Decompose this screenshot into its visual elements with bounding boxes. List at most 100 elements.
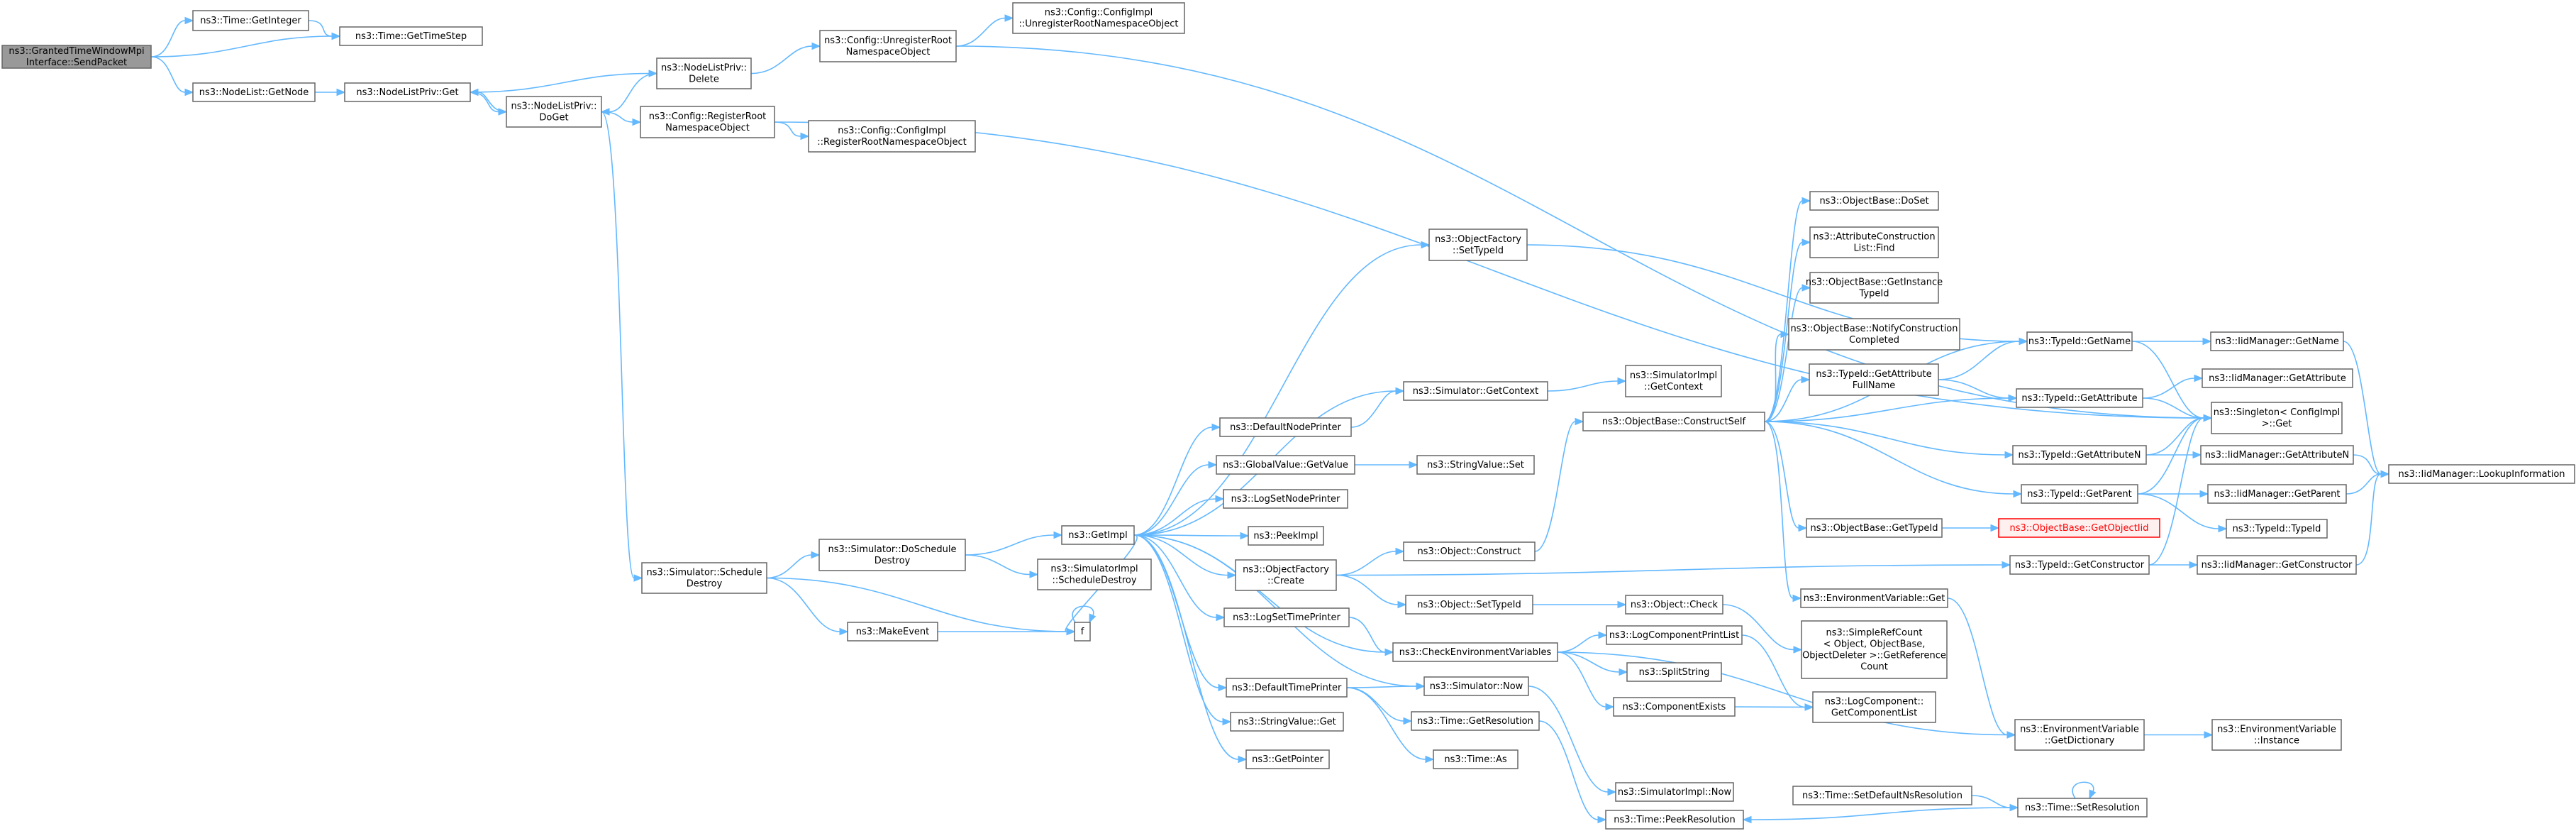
node-iidgetattrn[interactable]: ns3::IidManager::GetAttributeN <box>2200 445 2354 465</box>
edge-arrowhead <box>1598 631 1608 639</box>
node-objfactorycreate[interactable]: ns3::ObjectFactory::Create <box>1235 559 1337 591</box>
node-logsettimeprinter[interactable]: ns3::LogSetTimePrinter <box>1223 607 1350 627</box>
edge-constructself-to-typeidgetparent <box>1764 421 2023 498</box>
node-nlpget[interactable]: ns3::NodeListPriv::Get <box>344 82 471 102</box>
node-makeevent[interactable]: ns3::MakeEvent <box>847 622 938 642</box>
edge-typeidgetattrn-to-iidgetattrn <box>2146 451 2202 459</box>
node-envvargetdict[interactable]: ns3::EnvironmentVariable::GetDictionary <box>2014 719 2145 751</box>
node-getint[interactable]: ns3::Time::GetInteger <box>192 10 309 31</box>
node-objectconstruct[interactable]: ns3::Object::Construct <box>1403 541 1536 561</box>
node-objbasegettypeid[interactable]: ns3::ObjectBase::GetTypeId <box>1806 518 1943 538</box>
edge-schedulestroy-to-makeevent <box>766 577 849 636</box>
edge-line <box>965 534 1055 556</box>
node-logsetnodeprinter[interactable]: ns3::LogSetNodePrinter <box>1223 489 1348 509</box>
node-typeidgetattrn[interactable]: ns3::TypeId::GetAttributeN <box>2012 445 2147 465</box>
node-objbasenotify[interactable]: ns3::ObjectBase::NotifyConstructionCompl… <box>1788 318 1960 351</box>
node-defaultnodeprinter[interactable]: ns3::DefaultNodePrinter <box>1219 417 1352 437</box>
node-simimplnow[interactable]: ns3::SimulatorImpl::Now <box>1615 782 1734 802</box>
node-constructself[interactable]: ns3::ObjectBase::ConstructSelf <box>1582 412 1765 431</box>
node-iidgetparent[interactable]: ns3::IidManager::GetParent <box>2207 484 2347 504</box>
node-iidlookup[interactable]: ns3::IidManager::LookupInformation <box>2388 464 2575 484</box>
node-simimplgetcontext[interactable]: ns3::SimulatorImpl::GetContext <box>1625 365 1722 397</box>
edge-line <box>601 111 635 579</box>
node-nlpdelete[interactable]: ns3::NodeListPriv::Delete <box>656 57 752 89</box>
node-simplerefcount[interactable]: ns3::SimpleRefCount< Object, ObjectBase,… <box>1801 620 1948 679</box>
node-iidgetconstructor[interactable]: ns3::IidManager::GetConstructor <box>2197 555 2357 575</box>
node-objectsettypeid[interactable]: ns3::Object::SetTypeId <box>1405 595 1533 615</box>
node-getpointer[interactable]: ns3::GetPointer <box>1245 749 1330 769</box>
node-nodelistgetnode[interactable]: ns3::NodeList::GetNode <box>192 82 316 102</box>
node-gettimestep[interactable]: ns3::Time::GetTimeStep <box>339 26 483 46</box>
edge-arrowhead <box>1089 613 1097 624</box>
node-timesetresolution[interactable]: ns3::Time::SetResolution <box>2017 798 2148 818</box>
node-objbasedoset[interactable]: ns3::ObjectBase::DoSet <box>1809 191 1939 211</box>
edge-arrowhead <box>839 627 849 636</box>
node-label: ns3::ObjectBase::ConstructSelf <box>1602 417 1746 427</box>
node-schedulestroy[interactable]: ns3::Simulator::ScheduleDestroy <box>641 562 767 594</box>
node-simimplschedestroy[interactable]: ns3::SimulatorImpl::ScheduleDestroy <box>1037 558 1152 590</box>
node-label: f <box>1081 627 1084 637</box>
node-box <box>2211 719 2342 751</box>
node-objectcheck[interactable]: ns3::Object::Check <box>1625 595 1723 615</box>
node-label: ns3::Time::SetDefaultNsResolution <box>1802 791 1962 801</box>
node-logcompprintlist[interactable]: ns3::LogComponentPrintList <box>1606 625 1743 645</box>
node-simgetcontext[interactable]: ns3::Simulator::GetContext <box>1403 381 1548 401</box>
node-label: Delete <box>689 75 719 85</box>
node-box <box>1625 595 1723 615</box>
node-cfgimplreg[interactable]: ns3::Config::ConfigImpl::RegisterRootNam… <box>808 120 976 153</box>
node-typeidgetattribute[interactable]: ns3::TypeId::GetAttribute <box>2016 388 2143 408</box>
node-f[interactable]: f <box>1074 622 1091 642</box>
node-nlpdoget[interactable]: ns3::NodeListPriv::DoGet <box>506 96 602 128</box>
edge-line <box>470 72 650 93</box>
node-cfgunreg[interactable]: ns3::Config::UnregisterRootNamespaceObje… <box>819 30 957 62</box>
node-checkenvvars[interactable]: ns3::CheckEnvironmentVariables <box>1392 642 1558 662</box>
node-box <box>339 26 483 46</box>
node-typeidtypeid[interactable]: ns3::TypeId::TypeId <box>2226 519 2328 539</box>
node-simnow[interactable]: ns3::Simulator::Now <box>1423 676 1529 696</box>
node-typeidgetconstructor[interactable]: ns3::TypeId::GetConstructor <box>2009 555 2150 575</box>
node-typeidgetname[interactable]: ns3::TypeId::GetName <box>2026 331 2133 351</box>
edge-line <box>1133 534 1223 722</box>
node-singletonget[interactable]: ns3::Singleton< ConfigImpl>::Get <box>2211 402 2343 434</box>
node-getimpl[interactable]: ns3::GetImpl <box>1061 525 1135 545</box>
edge-line <box>2148 417 2204 566</box>
node-defaulttimeprinter[interactable]: ns3::DefaultTimePrinter <box>1226 678 1348 698</box>
node-logcompgetlist[interactable]: ns3::LogComponent::GetComponentList <box>1812 691 1936 723</box>
node-peekimpl[interactable]: ns3::PeekImpl <box>1248 526 1324 546</box>
edge-getimpl-to-objfactorycreate <box>1133 534 1237 579</box>
node-timegetresolution[interactable]: ns3::Time::GetResolution <box>1411 711 1540 731</box>
node-iidgetname[interactable]: ns3::IidManager::GetName <box>2210 331 2344 351</box>
edge-line <box>2145 417 2204 456</box>
node-timeas[interactable]: ns3::Time::As <box>1433 749 1519 769</box>
node-globalvaluegetvalue[interactable]: ns3::GlobalValue::GetValue <box>1216 455 1355 475</box>
node-timepeekresolution[interactable]: ns3::Time::PeekResolution <box>1605 810 1744 830</box>
node-iidgetattribute[interactable]: ns3::IidManager::GetAttribute <box>2202 368 2353 388</box>
node-root[interactable]: ns3::GrantedTimeWindowMpiInterface::Send… <box>1 45 152 69</box>
node-splitstring[interactable]: ns3::SplitString <box>1626 662 1722 682</box>
edge-checkenvvars-to-logcompprintlist <box>1557 631 1608 653</box>
edge-line <box>1764 421 2014 495</box>
node-stringvalueget[interactable]: ns3::StringValue::Get <box>1230 712 1344 732</box>
node-componentexists[interactable]: ns3::ComponentExists <box>1613 697 1736 717</box>
node-objfactorysettypeid[interactable]: ns3::ObjectFactory::SetTypeId <box>1428 229 1528 261</box>
node-envvarinstance[interactable]: ns3::EnvironmentVariable::Instance <box>2211 719 2342 751</box>
edge-line <box>1557 651 1620 673</box>
edge-arrowhead <box>1384 648 1394 656</box>
node-box <box>1223 489 1348 509</box>
node-label: Destroy <box>687 579 723 590</box>
edge-line <box>1133 534 1228 576</box>
node-timesetdefaultns[interactable]: ns3::Time::SetDefaultNsResolution <box>1792 786 1972 805</box>
edge-getimpl-to-getpointer <box>1133 534 1248 764</box>
node-cfgreg[interactable]: ns3::Config::RegisterRootNamespaceObject <box>640 106 775 138</box>
node-envvarget[interactable]: ns3::EnvironmentVariable::Get <box>1800 588 1948 608</box>
node-objbasegetobjectiid[interactable]: ns3::ObjectBase::GetObjectIid <box>1998 518 2160 538</box>
node-stringvalueset[interactable]: ns3::StringValue::Set <box>1416 455 1535 475</box>
node-box <box>819 30 957 62</box>
node-label: ns3::MakeEvent <box>856 627 930 637</box>
node-cfgimplunreg[interactable]: ns3::Config::ConfigImpl::UnregisterRootN… <box>1012 2 1185 34</box>
node-typeidgetparent[interactable]: ns3::TypeId::GetParent <box>2021 484 2138 504</box>
